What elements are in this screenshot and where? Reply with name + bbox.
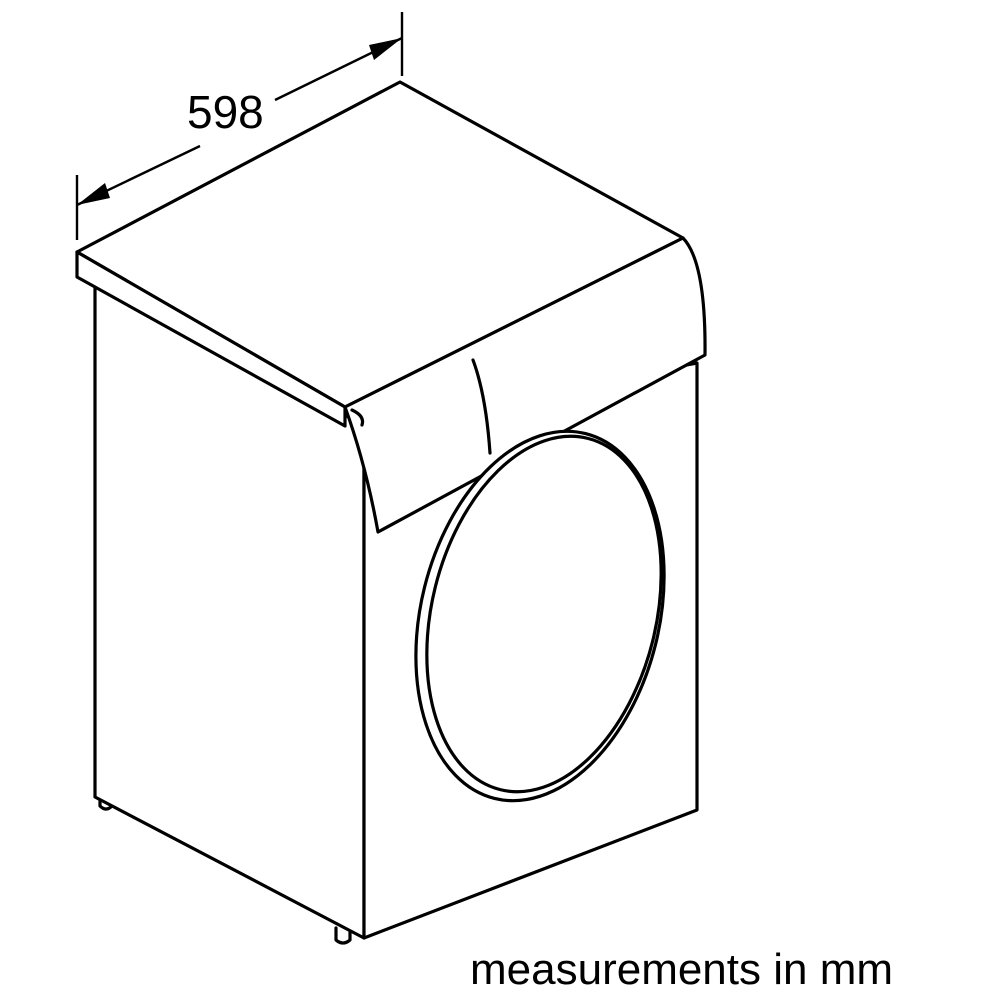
door-inner-ring xyxy=(425,434,663,794)
arrowhead-left xyxy=(77,183,110,205)
worktop-side-edge xyxy=(75,250,347,428)
width-dimension: 598 xyxy=(75,12,404,240)
control-panel-divider xyxy=(471,358,492,455)
foot-right xyxy=(334,926,352,945)
width-value: 598 xyxy=(187,86,264,138)
door-outer-ring xyxy=(414,429,666,803)
control-panel-top-shade xyxy=(350,408,365,427)
door xyxy=(414,429,666,803)
units-note: measurements in mm xyxy=(470,945,893,994)
control-panel xyxy=(343,236,707,534)
control-panel-face xyxy=(343,236,707,534)
arrowhead-right xyxy=(369,38,402,60)
worktop xyxy=(75,80,685,428)
